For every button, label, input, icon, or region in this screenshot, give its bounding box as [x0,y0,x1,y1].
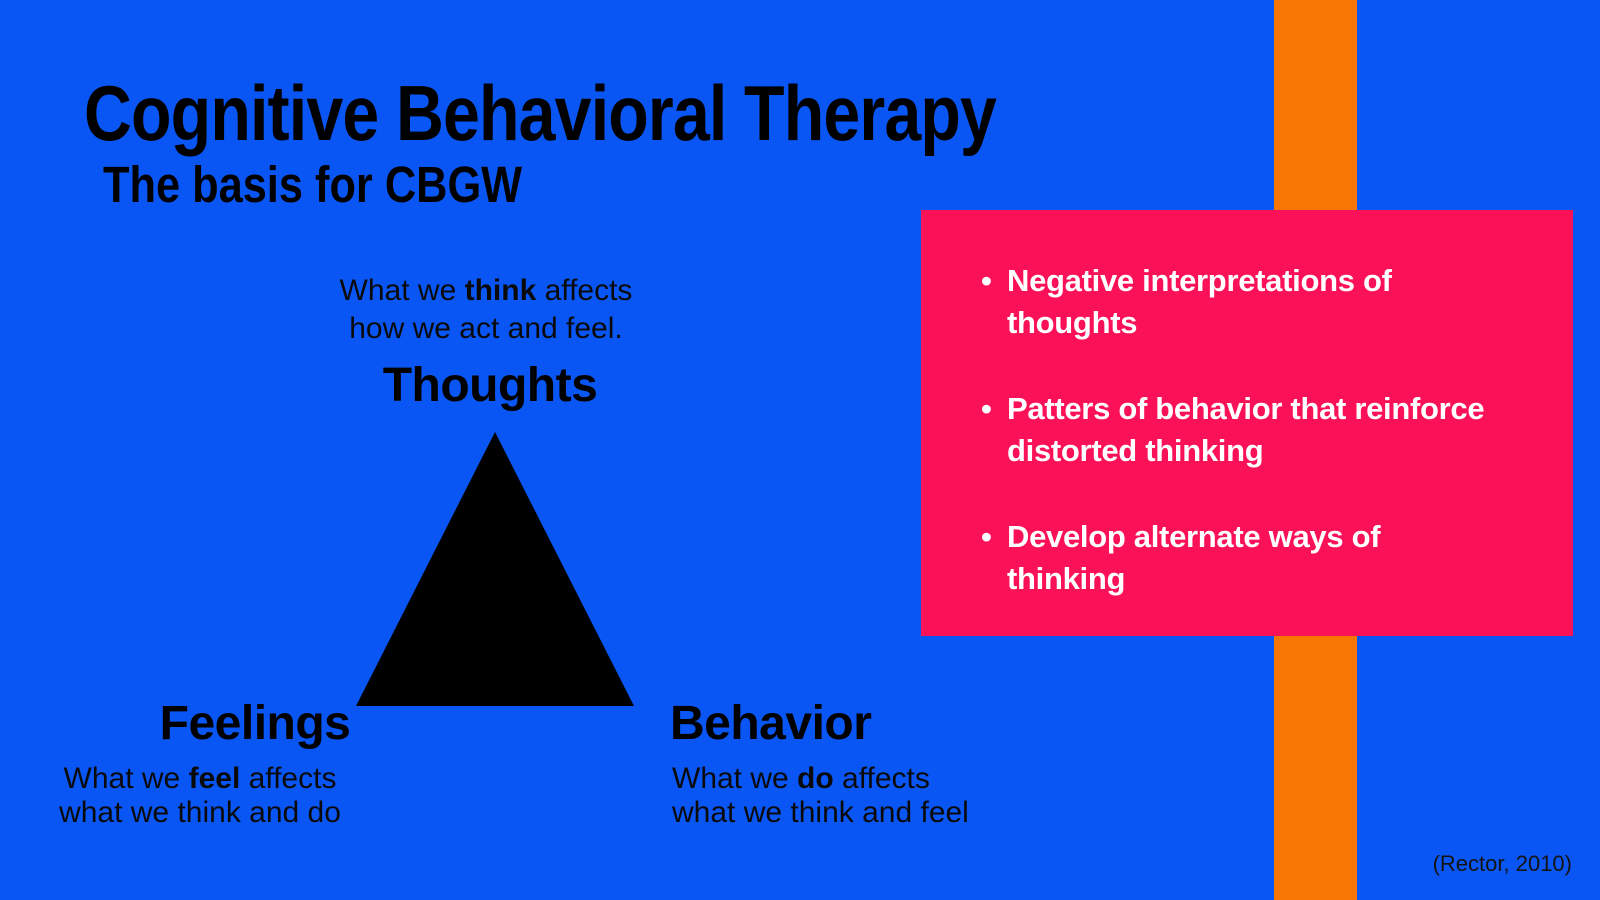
feelings-caption-line2: what we think and do [59,796,341,829]
thoughts-caption-line1: What we think affects [326,272,646,310]
thoughts-caption-line2: how we act and feel. [349,312,623,345]
thoughts-caption-post: affects [536,274,633,307]
thoughts-vertex-label: Thoughts [382,359,598,412]
slide-title: Cognitive Behavioral Therapy [84,69,997,157]
thoughts-caption-keyword: think [464,274,537,307]
behavior-vertex-label: Behavior [670,697,872,750]
bullet-icon: • [981,391,992,426]
feelings-caption: What we feel affects what we think and d… [40,762,360,830]
behavior-caption-pre: What we [672,762,798,795]
callout-bullet-item: • Patters of behavior that reinforce dis… [981,388,1501,472]
slide-subtitle: The basis for CBGW [103,156,523,213]
callout-bullet-text: Develop alternate ways of thinking [1007,519,1381,596]
feelings-vertex-label: Feelings [159,697,351,750]
behavior-caption-line2: what we think and feel [672,796,969,829]
callout-bullet-text: Negative interpretations of thoughts [1007,263,1392,340]
thoughts-caption: What we think affects how we act and fee… [326,272,646,348]
callout-bullet-item: • Develop alternate ways of thinking [981,516,1501,600]
bullet-icon: • [981,519,992,554]
thoughts-caption-pre: What we [339,274,465,307]
cbt-triangle-shape [356,432,634,706]
feelings-caption-keyword: feel [188,762,241,795]
callout-box: • Negative interpretations of thoughts •… [921,210,1573,636]
behavior-caption-post: affects [833,762,930,795]
behavior-caption-keyword: do [797,762,834,795]
citation-text: (Rector, 2010) [1432,851,1572,876]
callout-bullet-item: • Negative interpretations of thoughts [981,260,1501,344]
callout-bullet-list: • Negative interpretations of thoughts •… [981,260,1501,600]
feelings-caption-line1: What we feel affects [40,762,360,796]
callout-bullet-text: Patters of behavior that reinforce disto… [1007,391,1485,468]
feelings-caption-post: affects [240,762,337,795]
bullet-icon: • [981,263,992,298]
behavior-caption-line1: What we do affects [672,762,1092,796]
behavior-caption: What we do affects what we think and fee… [672,762,1092,830]
feelings-caption-pre: What we [63,762,189,795]
